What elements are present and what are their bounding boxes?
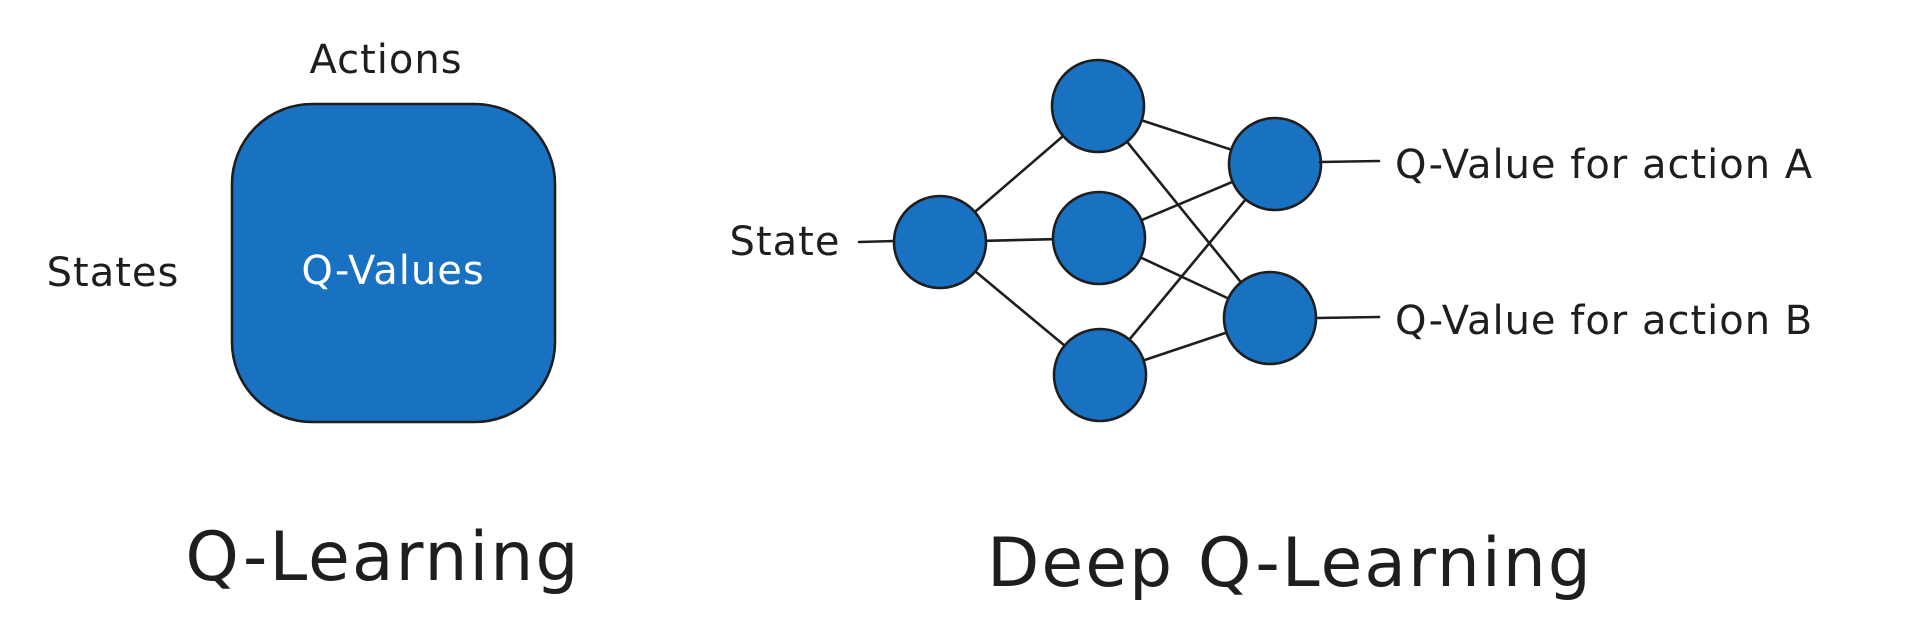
- deep-q-learning-title: Deep Q-Learning: [987, 524, 1593, 603]
- edge-hidden-1-to-output-0: [1140, 180, 1234, 222]
- q-table-box: [230, 102, 557, 424]
- edge-input-0-to-hidden-2: [974, 270, 1066, 347]
- output-node-0: [1227, 116, 1323, 212]
- output-a-connector: [1318, 159, 1381, 164]
- edge-hidden-0-to-output-0: [1140, 119, 1233, 151]
- input-node-0: [892, 194, 988, 290]
- output-b-label: Q-Value for action B: [1395, 298, 1813, 344]
- hidden-node-2: [1052, 327, 1148, 423]
- edge-input-0-to-hidden-1: [984, 237, 1055, 243]
- state-input-connector: [857, 239, 896, 244]
- hidden-node-0: [1050, 58, 1146, 154]
- edge-hidden-0-to-output-1: [1125, 140, 1243, 284]
- output-node-1: [1222, 270, 1318, 366]
- q-values-label: Q-Values: [301, 248, 484, 294]
- q-learning-panel: Actions States Q-Values Q-Learning: [47, 37, 580, 597]
- output-a-label: Q-Value for action A: [1395, 142, 1813, 188]
- edge-hidden-1-to-output-1: [1139, 256, 1230, 300]
- deep-q-learning-panel: State Q-Value for action A Q-Value for a…: [730, 58, 1813, 603]
- edge-hidden-2-to-output-0: [1128, 198, 1247, 341]
- hidden-node-1: [1051, 190, 1147, 286]
- output-b-connector: [1314, 315, 1381, 320]
- network-edges: [973, 119, 1247, 362]
- state-input-label: State: [730, 219, 841, 265]
- q-learning-title: Q-Learning: [185, 518, 580, 597]
- actions-label: Actions: [309, 37, 462, 83]
- edge-input-0-to-hidden-0: [973, 134, 1065, 214]
- states-label: States: [47, 250, 180, 296]
- network-nodes: [892, 58, 1323, 423]
- edge-hidden-2-to-output-1: [1142, 331, 1228, 362]
